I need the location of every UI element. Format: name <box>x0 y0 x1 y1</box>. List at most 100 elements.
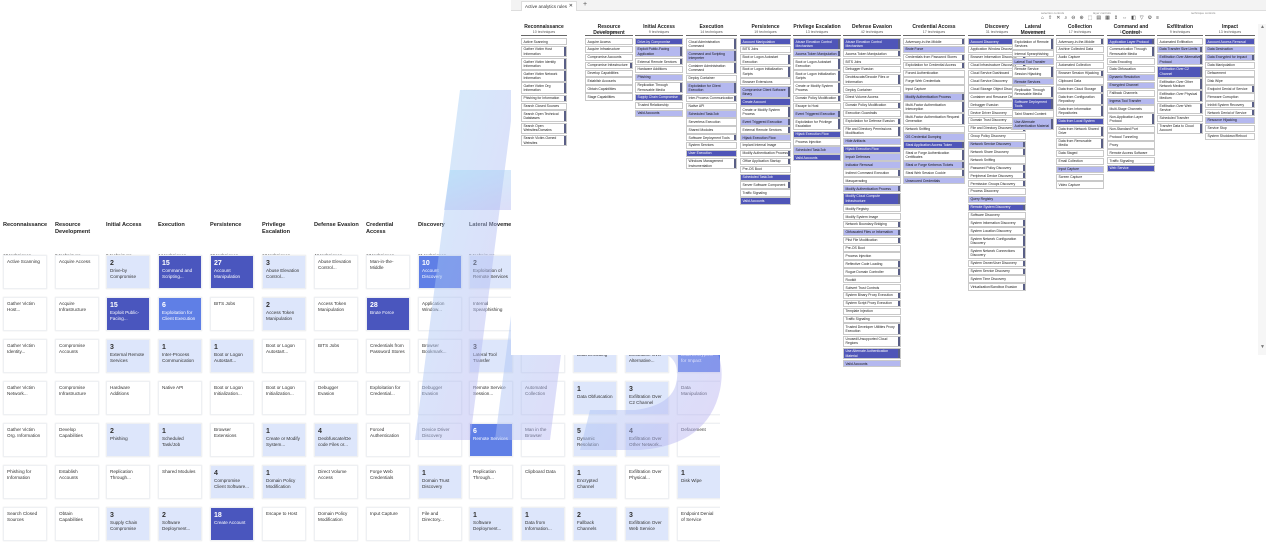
technique-cell[interactable]: Steal or Forge Authentication Certificat… <box>903 149 965 161</box>
technique-cell[interactable]: Deploy Container <box>686 74 737 82</box>
expand-handle[interactable] <box>898 269 900 275</box>
expand-handle[interactable] <box>898 292 900 299</box>
toolbar-icon[interactable]: ▦ <box>1105 15 1110 21</box>
technique-cell[interactable]: Valid Accounts <box>793 154 841 162</box>
expand-handle[interactable] <box>898 39 900 49</box>
bg-technique-card[interactable]: Application Window... <box>418 297 462 331</box>
bg-technique-card[interactable]: Boot or Logon Initialization... <box>262 381 306 415</box>
technique-cell[interactable]: Data from Configuration Repository <box>1056 93 1104 105</box>
expand-handle[interactable] <box>838 95 840 101</box>
expand-handle[interactable] <box>1023 284 1025 290</box>
technique-cell[interactable]: Deobfuscate/Decode Files or Information <box>843 73 901 86</box>
technique-cell[interactable]: System Time Discovery <box>968 275 1026 283</box>
technique-cell[interactable]: Virtualization/Sandbox Evasion <box>968 283 1026 291</box>
vertical-scrollbar[interactable]: ▲ ▼ <box>1258 24 1266 355</box>
bg-technique-card[interactable]: Direct Volume Access <box>314 465 358 499</box>
technique-cell[interactable]: Phishing <box>635 73 683 82</box>
bg-technique-card[interactable]: Clipboard Data <box>521 465 565 499</box>
technique-cell[interactable]: Network Sniffing <box>968 156 1026 164</box>
technique-cell[interactable]: Develop Capabilities <box>585 69 633 77</box>
expand-handle[interactable] <box>788 119 790 125</box>
technique-cell[interactable]: Plist File Modification <box>843 236 901 244</box>
technique-cell[interactable]: System Shutdown/Reboot <box>1205 132 1255 140</box>
technique-cell[interactable]: Office Application Startup <box>740 157 791 166</box>
technique-cell[interactable]: Inter-Process Communication <box>686 94 737 102</box>
expand-handle[interactable] <box>680 82 682 93</box>
expand-handle[interactable] <box>564 111 566 122</box>
bg-technique-card[interactable]: Debugger Evasion <box>418 381 462 415</box>
expand-handle[interactable] <box>1101 86 1103 92</box>
technique-cell[interactable]: Defacement <box>1205 69 1255 77</box>
expand-handle[interactable] <box>564 46 566 57</box>
expand-handle[interactable] <box>1101 70 1103 76</box>
toolbar-icon[interactable]: ▤ <box>1096 15 1102 21</box>
expand-handle[interactable] <box>788 107 790 117</box>
technique-cell[interactable]: Modify Cloud Compute Infrastructure <box>843 192 901 205</box>
toolbar-icon[interactable]: ◧ <box>1131 15 1136 21</box>
expand-handle[interactable] <box>1252 54 1254 61</box>
technique-cell[interactable]: Drive-by Compromise <box>635 38 683 46</box>
technique-cell[interactable]: Data from Information Repositories <box>1056 105 1104 118</box>
technique-cell[interactable]: Valid Accounts <box>843 360 901 368</box>
technique-cell[interactable]: System Service Discovery <box>968 267 1026 275</box>
bg-technique-card[interactable]: Compromise Accounts <box>55 339 99 373</box>
toolbar-icon[interactable]: ⇔ <box>1122 15 1128 21</box>
technique-cell[interactable]: Remote Service Session Hijacking <box>1012 65 1054 78</box>
technique-cell[interactable]: System Network Configuration Discovery <box>968 235 1026 247</box>
expand-handle[interactable] <box>898 261 900 267</box>
technique-cell[interactable]: Data Encoding <box>1107 58 1155 66</box>
technique-cell[interactable]: Debugger Evasion <box>843 65 901 74</box>
expand-handle[interactable] <box>1101 39 1103 45</box>
expand-handle[interactable] <box>898 118 900 124</box>
bg-technique-card[interactable]: Hardware Additions <box>106 381 150 415</box>
technique-cell[interactable]: Group Policy Discovery <box>968 132 1026 140</box>
expand-handle[interactable] <box>734 39 736 49</box>
expand-handle[interactable] <box>962 170 964 176</box>
expand-handle[interactable] <box>1051 66 1053 77</box>
technique-cell[interactable]: Forge Web Credentials <box>903 77 965 85</box>
technique-cell[interactable]: Use Alternate Authentication Material <box>1012 118 1054 130</box>
technique-cell[interactable]: Traffic Signaling <box>1107 157 1155 165</box>
expand-handle[interactable] <box>1051 119 1053 129</box>
expand-handle[interactable] <box>898 170 900 176</box>
expand-handle[interactable] <box>962 94 964 100</box>
technique-cell[interactable]: Implant Internal Image <box>740 141 791 150</box>
bg-technique-card[interactable]: Input Capture <box>366 507 410 541</box>
technique-cell[interactable]: Multi-Stage Channels <box>1107 105 1155 113</box>
technique-cell[interactable]: System Owner/User Discovery <box>968 259 1026 267</box>
toolbar-icon[interactable]: ⊕ <box>1079 15 1084 21</box>
technique-cell[interactable]: Steal Application Access Token <box>903 141 965 149</box>
technique-cell[interactable]: Clipboard Data <box>1056 77 1104 85</box>
expand-handle[interactable] <box>898 300 900 307</box>
expand-handle[interactable] <box>734 135 736 141</box>
technique-cell[interactable]: Peripheral Device Discovery <box>968 172 1026 180</box>
expand-handle[interactable] <box>1252 86 1254 92</box>
expand-handle[interactable] <box>1023 236 1025 246</box>
technique-cell[interactable]: Network Share Discovery <box>968 148 1026 156</box>
expand-handle[interactable] <box>1023 248 1025 259</box>
technique-cell[interactable]: Active Scanning <box>521 38 567 46</box>
technique-cell[interactable]: Gather Victim Host Information <box>521 45 567 58</box>
technique-cell[interactable]: Reflective Code Loading <box>843 260 901 268</box>
technique-cell[interactable]: Proxy <box>1107 141 1155 149</box>
technique-cell[interactable]: Cloud Administration Command <box>686 38 737 50</box>
bg-technique-card[interactable]: BITS Jobs <box>210 297 254 331</box>
expand-handle[interactable] <box>1200 91 1202 101</box>
technique-cell[interactable]: Access Token Manipulation <box>843 50 901 58</box>
expand-handle[interactable] <box>962 114 964 124</box>
technique-cell[interactable]: Disk Wipe <box>1205 77 1255 85</box>
expand-handle[interactable] <box>1023 260 1025 266</box>
expand-handle[interactable] <box>838 71 840 81</box>
